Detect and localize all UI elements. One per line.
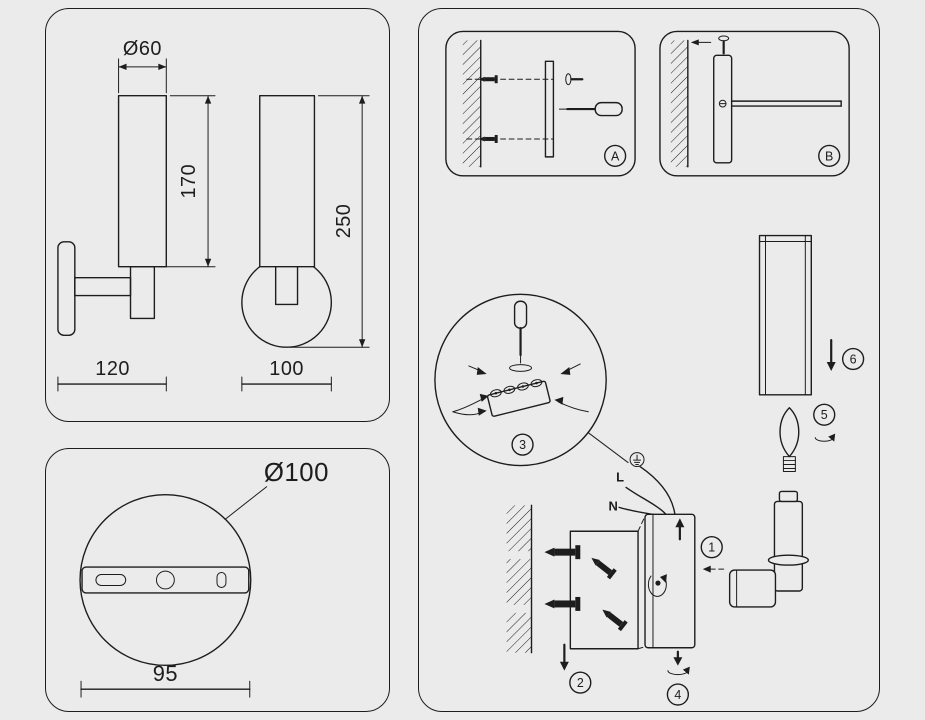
- lamp-holder: [728, 490, 810, 608]
- mounting-bar: [81, 566, 250, 594]
- wire-live-label: L: [616, 469, 624, 484]
- dim-total-height-label: 250: [333, 204, 355, 239]
- backplate-circle: [79, 493, 252, 667]
- mounting-slot-right: [216, 572, 227, 588]
- screw-icon: [602, 609, 628, 632]
- bracket-arm: [730, 100, 842, 107]
- step-4-badge: 4: [666, 683, 690, 706]
- arrow-down-icon: [559, 643, 569, 671]
- step-a-badge: A: [603, 144, 627, 168]
- screw-icon: [544, 596, 581, 611]
- inset-a: A: [445, 30, 636, 177]
- step-6-badge: 6: [841, 347, 865, 371]
- rotate-arrow-icon: [814, 433, 836, 442]
- dim-shade-height: 170: [157, 95, 216, 268]
- detail-leader-line: [587, 432, 629, 464]
- dim-slot-span: 95: [80, 661, 251, 698]
- arrow-left-dashed-icon: [702, 565, 725, 573]
- mounting-plate-side: [544, 60, 555, 158]
- dimension-drawing: Ø60 170 250 120: [57, 38, 370, 392]
- step-b-badge: B: [818, 144, 841, 168]
- screw-icon: [478, 75, 498, 84]
- dim-plate-diameter: Ø100: [224, 459, 329, 520]
- step-6-label: 6: [850, 352, 857, 366]
- screw-icon: [544, 545, 581, 560]
- wall-hatch: [670, 40, 688, 167]
- wall-section: [506, 504, 533, 654]
- screw-icon: [565, 73, 584, 86]
- rotate-arrow-icon: [667, 666, 690, 676]
- wall-bracket-plate: [713, 54, 733, 164]
- rotate-arrow-icon: [647, 574, 667, 597]
- inset-b: B: [659, 30, 850, 177]
- installation-drawing: A: [434, 30, 865, 706]
- screw-washer-icon: [509, 364, 533, 372]
- dim-shade-height-label: 170: [178, 164, 200, 199]
- wall-hatch: [462, 40, 481, 167]
- center-hole: [155, 570, 175, 590]
- step-4-label: 4: [674, 688, 681, 702]
- arrow-down-icon: [673, 650, 683, 666]
- shade-cylinder: [758, 234, 812, 396]
- lamp-front-view: [241, 94, 333, 348]
- lamp-backplate: [644, 513, 696, 649]
- screw-icon: [718, 35, 730, 55]
- step-5-label: 5: [821, 408, 828, 422]
- dim-depth: 120: [57, 358, 167, 392]
- screwdriver-icon: [558, 101, 623, 117]
- wire-arrows: [452, 363, 589, 416]
- screw-icon: [718, 99, 727, 108]
- dim-top-diameter-label: Ø60: [123, 38, 162, 60]
- dim-total-height: 250: [290, 95, 370, 348]
- wire-labels: L N: [608, 452, 645, 513]
- step-2-badge: 2: [569, 671, 592, 694]
- backplate-panel: Ø100 95: [45, 448, 390, 712]
- dim-plate-diameter-label: Ø100: [264, 459, 329, 487]
- backplate-drawing: Ø100 95: [79, 459, 329, 698]
- terminal-block: [486, 379, 551, 417]
- step-3-badge: 3: [511, 433, 534, 456]
- dim-slot-span-label: 95: [153, 661, 178, 686]
- earth-symbol: [629, 452, 645, 468]
- bulb-icon: [779, 407, 800, 473]
- mounting-plate: [569, 515, 646, 650]
- wiring-detail-circle: 3: [434, 293, 607, 467]
- step-5-badge: 5: [813, 403, 836, 426]
- wires: [618, 465, 676, 517]
- step-1-badge: 1: [700, 536, 723, 559]
- installation-panel: A: [418, 8, 880, 712]
- step-2-label: 2: [577, 676, 584, 690]
- lamp-side-view: [57, 94, 167, 336]
- dim-body-width-label: 100: [269, 358, 304, 380]
- screw-icon: [591, 557, 617, 580]
- arrow-up-icon: [675, 518, 685, 541]
- arrow-down-icon: [826, 338, 836, 371]
- dim-top-diameter: Ø60: [118, 38, 167, 94]
- step-1-label: 1: [708, 541, 715, 555]
- screw-icon: [478, 134, 498, 143]
- step-b-label: B: [825, 149, 833, 163]
- exploded-assembly: 2 L N: [506, 234, 865, 706]
- dimension-drawing-panel: Ø60 170 250 120: [45, 8, 390, 422]
- arrow-left-icon: [690, 39, 712, 46]
- dim-body-width: 100: [241, 358, 333, 392]
- dim-depth-label: 120: [95, 358, 130, 380]
- mounting-slot-left: [95, 574, 127, 586]
- screwdriver-icon: [513, 300, 528, 364]
- step-3-label: 3: [519, 438, 526, 452]
- wire-neutral-label: N: [608, 498, 617, 513]
- step-a-label: A: [611, 149, 620, 163]
